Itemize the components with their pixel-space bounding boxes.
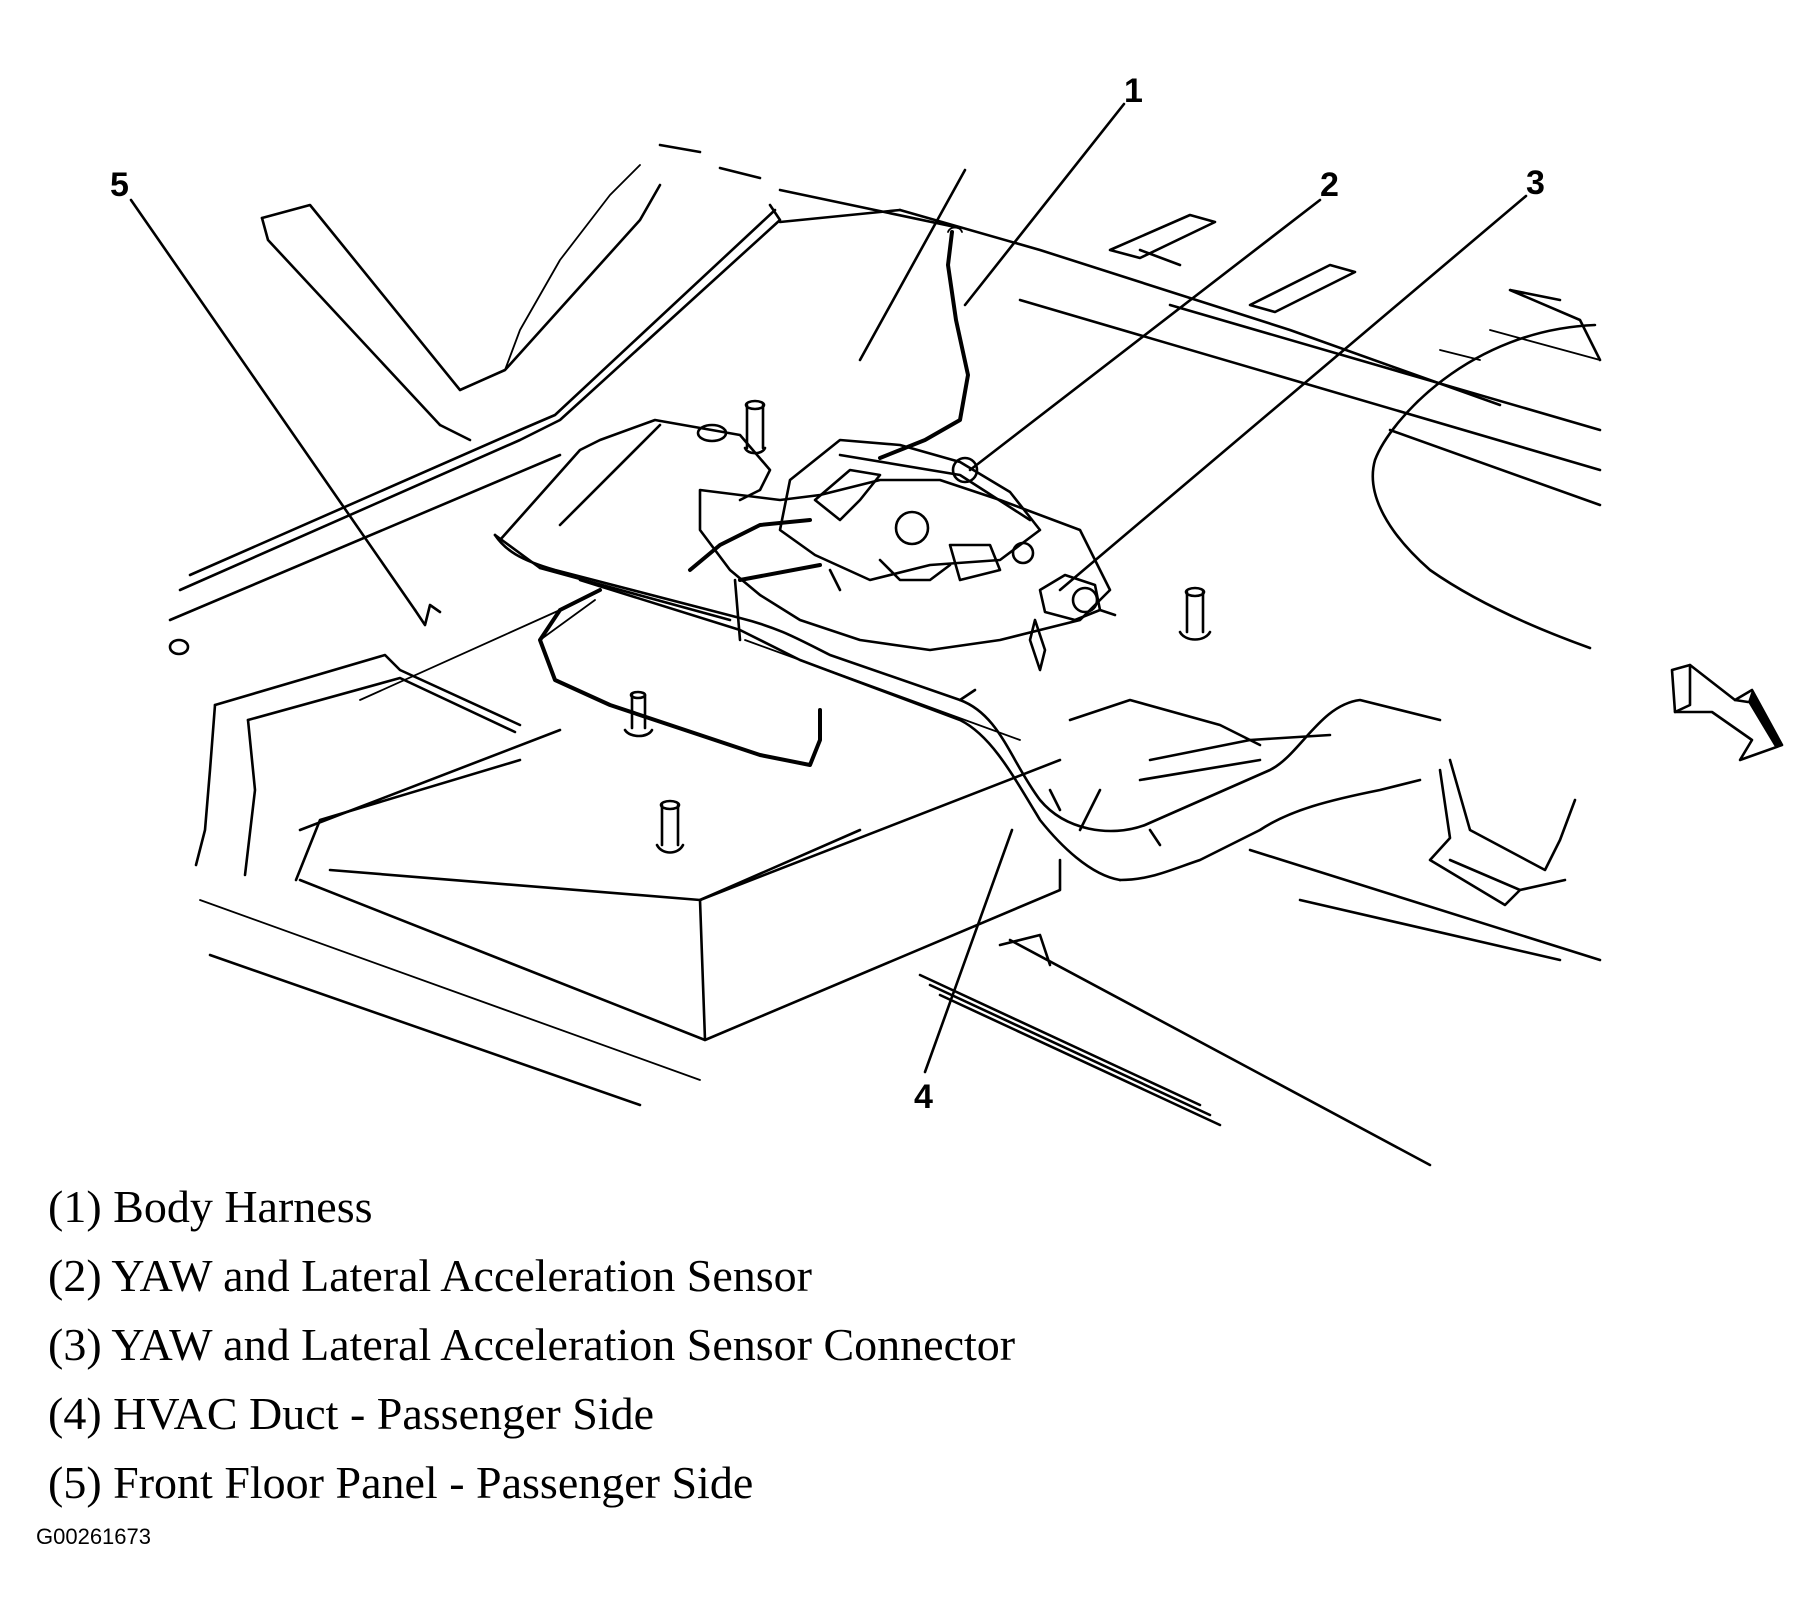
- callout-3: 3: [1526, 164, 1545, 202]
- callout-1: 1: [1124, 72, 1143, 110]
- body-harness: [359, 226, 970, 767]
- legend-item-front-floor-panel: (5) Front Floor Panel - Passenger Side: [48, 1457, 754, 1508]
- callout-4: 4: [914, 1078, 933, 1116]
- figure-id: G00261673: [36, 1524, 151, 1549]
- console-box: [194, 653, 1602, 1167]
- callout-5: 5: [110, 166, 129, 204]
- legend-item-yaw-sensor: (2) YAW and Lateral Acceleration Sensor: [48, 1250, 812, 1301]
- front-direction-arrow-icon: [1670, 663, 1784, 762]
- legend-item-yaw-sensor-connector: (3) YAW and Lateral Acceleration Sensor …: [48, 1319, 1016, 1370]
- hvac-duct: [493, 418, 1442, 882]
- floor-diagram: 1 2 3 4 5: [110, 72, 1784, 1167]
- callout-leaders: [129, 102, 1528, 1074]
- callout-2: 2: [1320, 166, 1339, 204]
- legend-item-hvac-duct: (4) HVAC Duct - Passenger Side: [48, 1388, 655, 1439]
- front-floor-panel: [168, 143, 1602, 650]
- sensor-connector: [1028, 573, 1117, 672]
- mounting-studs: [168, 399, 1212, 854]
- legend-item-body-harness: (1) Body Harness: [48, 1181, 373, 1232]
- legend: (1) Body Harness (2) YAW and Lateral Acc…: [48, 1172, 1015, 1517]
- yaw-sensor: [698, 438, 1112, 652]
